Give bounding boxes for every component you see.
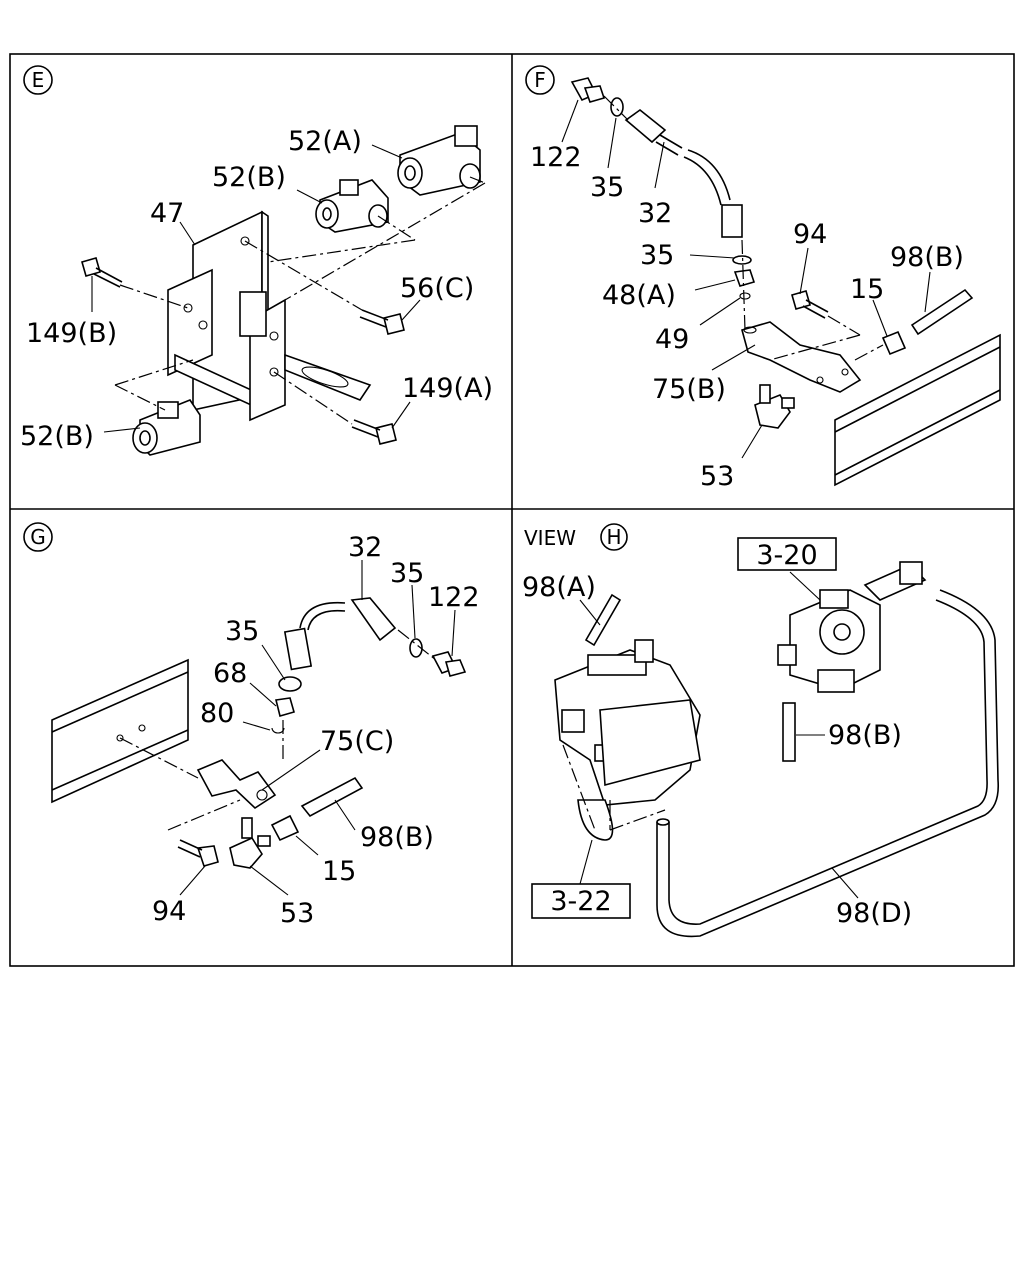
label-32-g: 32	[348, 532, 382, 563]
view-text: VIEW	[524, 526, 576, 550]
bracket-75b	[741, 321, 862, 393]
nut-68	[275, 697, 295, 717]
label-32-f: 32	[638, 198, 672, 229]
label-75c: 75(C)	[320, 726, 394, 757]
label-15-f: 15	[850, 274, 884, 305]
hose-32-g-drawing	[283, 597, 397, 671]
clip-80	[271, 727, 285, 734]
panel-e-marker: E	[32, 68, 45, 92]
label-98b-f: 98(B)	[890, 242, 964, 273]
label-53-f: 53	[700, 461, 734, 492]
label-98b-g: 98(B)	[360, 822, 434, 853]
tube-98a	[584, 593, 622, 647]
bolt-56c-drawing	[359, 309, 405, 335]
frame-rail-f	[834, 333, 1001, 487]
washer-35-g-left	[278, 676, 302, 692]
tube-98b-h	[782, 702, 796, 762]
bolt-94-g-drawing	[177, 839, 219, 867]
label-48a: 48(A)	[602, 280, 676, 311]
label-122-f: 122	[530, 142, 582, 173]
ref-3-22: 3-22	[550, 886, 611, 917]
label-35-top-f: 35	[590, 172, 624, 203]
label-53-g: 53	[280, 898, 314, 929]
clip-49	[739, 292, 751, 300]
union-bolt-122-g	[431, 651, 467, 677]
panel-g: G	[23, 522, 480, 929]
label-35-g-right: 35	[390, 558, 424, 589]
label-47: 47	[150, 198, 184, 229]
label-52b-bottom: 52(B)	[20, 421, 94, 452]
label-49: 49	[655, 324, 689, 355]
label-149a: 149(A)	[402, 373, 493, 404]
tube-98b-g	[300, 776, 364, 818]
fitting-15-f	[881, 330, 907, 356]
hose-32-drawing	[624, 108, 743, 238]
panel-g-marker-circle	[23, 522, 53, 552]
fitting-52b-bottom-drawing	[132, 399, 201, 456]
panel-e: E	[20, 65, 493, 456]
panel-f-marker-circle	[525, 65, 555, 95]
label-35-g-left: 35	[225, 616, 259, 647]
hose-98d	[656, 589, 1000, 938]
bracket-47-drawing	[167, 210, 372, 422]
label-56c: 56(C)	[400, 273, 474, 304]
panel-h-marker-circle	[600, 523, 628, 551]
tube-98b-f	[910, 288, 974, 336]
label-98b-h: 98(B)	[828, 720, 902, 751]
washer-35-mid	[732, 255, 752, 265]
fitting-15-g	[270, 814, 300, 842]
washer-35-g-right	[409, 638, 423, 658]
tee-53-g-drawing	[229, 817, 271, 869]
label-75b: 75(B)	[652, 374, 726, 405]
label-98d: 98(D)	[836, 898, 912, 929]
label-149b: 149(B)	[26, 318, 117, 349]
label-52a: 52(A)	[288, 126, 362, 157]
fitting-52a-drawing	[397, 125, 481, 196]
fitting-52b-top-drawing	[315, 179, 389, 233]
label-98a: 98(A)	[522, 572, 596, 603]
tee-53-drawing	[754, 384, 795, 429]
valve-3-20-drawing	[777, 561, 927, 693]
label-122-g: 122	[428, 582, 480, 613]
ref-box-3-22	[531, 883, 631, 919]
panel-h: VIEW H 3-20 3-22	[522, 523, 1000, 938]
label-80: 80	[200, 698, 234, 729]
washer-35-top	[610, 97, 624, 117]
panel-g-marker: G	[30, 525, 46, 549]
panel-f-marker: F	[534, 68, 546, 92]
nut-48a	[733, 269, 756, 287]
bracket-75c	[196, 759, 277, 810]
label-94-g: 94	[152, 896, 186, 927]
frame-rail-g	[51, 658, 189, 804]
label-52b-top: 52(B)	[212, 162, 286, 193]
label-15-g: 15	[322, 856, 356, 887]
panel-e-marker-circle	[23, 65, 53, 95]
label-68: 68	[213, 658, 247, 689]
label-35-mid-f: 35	[640, 240, 674, 271]
ref-box-3-20	[737, 537, 837, 571]
ref-3-20: 3-20	[756, 540, 817, 571]
union-bolt-122-drawing	[570, 77, 606, 103]
valve-3-22-drawing	[554, 639, 701, 841]
label-94-f: 94	[793, 219, 827, 250]
bolt-94-f-drawing	[791, 290, 829, 319]
panel-h-marker: H	[606, 525, 621, 549]
bolt-149b-drawing	[81, 257, 123, 288]
bolt-149a-drawing	[351, 419, 397, 445]
panel-f: F	[525, 65, 1001, 492]
